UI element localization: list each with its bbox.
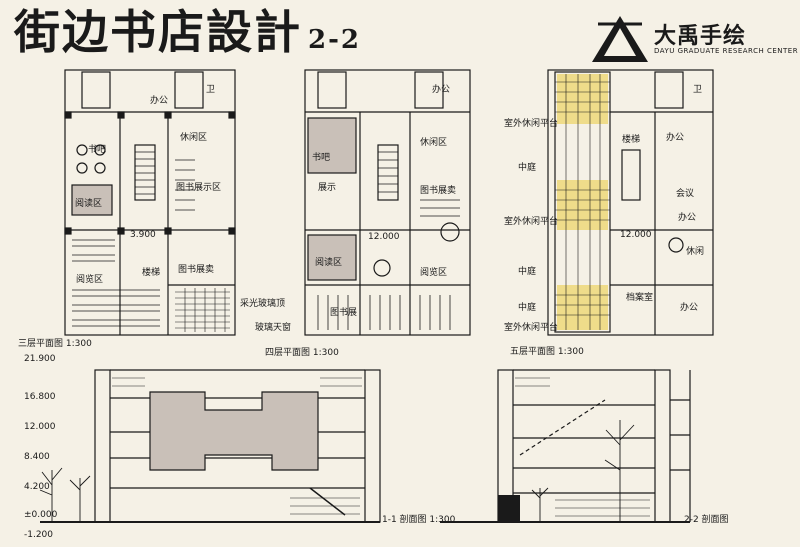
elevation-1: 21.900 — [24, 354, 56, 364]
elevation-5: 4.200 — [24, 482, 50, 492]
plan2-room-bar: 书吧 — [312, 153, 331, 163]
plan1-room-display: 图书展示区 — [176, 183, 222, 193]
plan2-room-books: 图书展 — [330, 308, 358, 318]
plan1-room-reading: 阅读区 — [75, 199, 103, 209]
plan1-room-office: 办公 — [150, 96, 169, 106]
plan3-level: 12.000 — [620, 230, 652, 240]
plan1-room-browse: 阅览区 — [76, 275, 104, 285]
plan1-room-wc: 卫 — [206, 85, 216, 95]
plan2-level: 12.000 — [368, 232, 400, 242]
plan1-room-stair: 楼梯 — [142, 268, 161, 278]
plan3-caption: 五层平面图 1:300 — [510, 347, 584, 357]
plan3-note-1: 室外休闲平台 — [504, 119, 559, 129]
plan1-room-leisure: 休闲区 — [180, 133, 208, 143]
plan3-room-office: 办公 — [666, 133, 685, 143]
plan3-room-stair: 楼梯 — [622, 135, 641, 145]
logo-tagline: DAYU GRADUATE RESEARCH CENTER — [654, 47, 799, 55]
plan2-caption: 四层平面图 1:300 — [265, 348, 339, 358]
plan3-room-wc: 卫 — [693, 85, 703, 95]
plan2-room-reading: 阅读区 — [315, 258, 343, 268]
plan-three-outline — [547, 69, 714, 336]
elevation-3: 12.000 — [24, 422, 56, 432]
plan-two-outline — [304, 69, 471, 336]
plan1-level: 3.900 — [130, 230, 156, 240]
plan2-room-leisure: 休闲区 — [420, 138, 448, 148]
plan2-note: 玻璃天窗 — [255, 323, 292, 333]
plan2-room-office: 办公 — [432, 85, 451, 95]
title-text: 街边书店設計 — [14, 5, 302, 59]
title-suffix: 2-2 — [308, 25, 361, 55]
section-one-drawing — [40, 369, 381, 523]
plan3-void-1: 中庭 — [518, 163, 537, 173]
section1-caption: 1-1 剖面图 1:300 — [382, 515, 456, 525]
trees — [39, 420, 635, 522]
plan3-room-office-b: 办公 — [678, 213, 697, 223]
plan1-room-bar: 书吧 — [88, 145, 107, 155]
plan3-room-meeting: 会议 — [676, 189, 695, 199]
plan2-room-sale: 图书展卖 — [420, 186, 457, 196]
plan3-note-2: 室外休闲平台 — [504, 217, 559, 227]
plan3-void-2: 中庭 — [518, 267, 537, 277]
plan3-room-archive: 档案室 — [626, 293, 654, 303]
plan2-room-show: 展示 — [318, 183, 337, 193]
plan-one-outline — [64, 69, 236, 336]
triangle-logo-icon — [592, 16, 648, 62]
plan1-caption: 三层平面图 1:300 — [18, 339, 92, 349]
elevation-2: 16.800 — [24, 392, 56, 402]
plan3-room-office-c: 办公 — [680, 303, 699, 313]
elevation-7: -1.200 — [24, 530, 54, 540]
plan3-void-3: 中庭 — [518, 303, 537, 313]
plan3-room-leisure: 休闲 — [686, 247, 705, 257]
plan3-note-3: 室外休闲平台 — [504, 323, 559, 333]
section2-caption: 2-2 剖面图 — [684, 515, 729, 525]
plan2-room-browse: 阅览区 — [420, 268, 448, 278]
elevation-4: 8.400 — [24, 452, 50, 462]
brand-logo: 大禹手绘 DAYU GRADUATE RESEARCH CENTER — [590, 14, 798, 64]
plan1-room-sale: 图书展卖 — [178, 265, 215, 275]
logo-name: 大禹手绘 — [654, 24, 747, 49]
plan1-note: 采光玻璃顶 — [240, 299, 286, 309]
section-two-drawing — [440, 369, 691, 523]
elevation-6: ±0.000 — [24, 510, 58, 520]
